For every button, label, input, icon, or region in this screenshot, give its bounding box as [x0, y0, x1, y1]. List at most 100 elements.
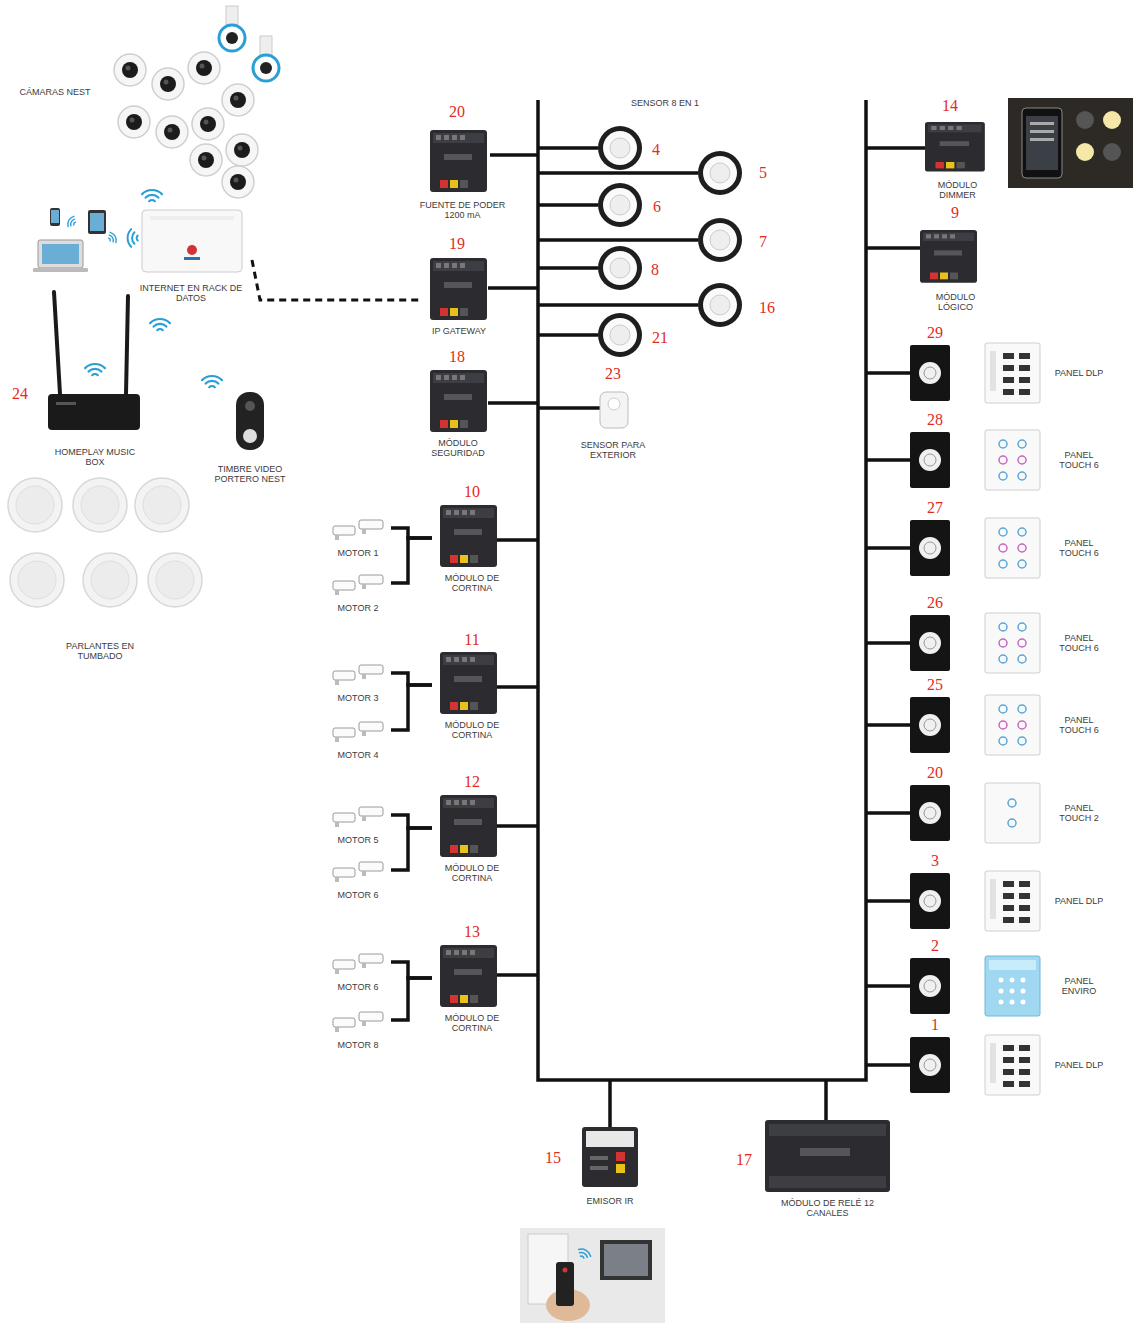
device-node: MOTOR 5: [325, 801, 391, 847]
callout-number: 10: [464, 484, 480, 500]
device-caption: PANEL TOUCH 6: [1053, 715, 1105, 736]
device-caption: MÓDULO DE CORTINA: [436, 1013, 508, 1034]
panel-node: PANEL ENVIRO: [905, 958, 1105, 1014]
callout-number: 13: [464, 924, 480, 940]
device-caption: PANEL TOUCH 6: [1053, 633, 1105, 654]
device-node: MÓDULO DE CORTINA: [432, 503, 512, 596]
outdoor-sensor: [600, 392, 628, 428]
app-picture: [1008, 98, 1133, 188]
device-node: HOMEPLAY MUSIC BOX: [40, 285, 150, 470]
callout-number: 6: [653, 199, 661, 215]
device-caption: MOTOR 3: [328, 693, 388, 703]
callout-number: 11: [464, 632, 479, 648]
device-node: MOTOR 1: [325, 514, 391, 560]
device-caption: PANEL DLP: [1053, 1060, 1105, 1070]
panel-node: PANEL DLP: [905, 873, 1105, 929]
network-link: [252, 260, 420, 300]
callout-number: 15: [545, 1150, 561, 1166]
device-caption: PANEL TOUCH 6: [1053, 450, 1105, 471]
bus-wires: [488, 100, 925, 1127]
device-caption: MOTOR 2: [328, 603, 388, 613]
callout-number: 5: [759, 165, 767, 181]
group-label: PARLANTES EN TUMBADO: [55, 641, 145, 662]
callout-number: 29: [927, 325, 943, 341]
device-caption: MÓDULO LÓGICO: [920, 292, 992, 313]
callout-number: 26: [927, 595, 943, 611]
callout-number: 9: [951, 205, 959, 221]
device-caption: SENSOR PARA EXTERIOR: [573, 440, 653, 461]
motor-wire: [391, 685, 432, 730]
device-caption: MOTOR 5: [328, 835, 388, 845]
device-node: MOTOR 8: [325, 1006, 391, 1052]
callout-number: 7: [759, 234, 767, 250]
callout-number: 20: [927, 765, 943, 781]
ceiling-speakers: [8, 478, 202, 607]
callout-number: 18: [449, 349, 465, 365]
device-caption: EMISOR IR: [570, 1196, 650, 1206]
device-caption: MÓDULO DE CORTINA: [436, 863, 508, 884]
device-caption: FUENTE DE PODER 1200 mA: [413, 200, 513, 221]
device-caption: INTERNET EN RACK DE DATOS: [136, 283, 246, 304]
device-caption: PANEL DLP: [1053, 368, 1105, 378]
device-node: MOTOR 6: [325, 948, 391, 994]
internet-router: [128, 210, 242, 330]
device-node: FUENTE DE PODER 1200 mA: [410, 128, 515, 223]
device-caption: MOTOR 8: [328, 1040, 388, 1050]
device-caption: MOTOR 1: [328, 548, 388, 558]
motor-wire: [391, 815, 432, 828]
device-node: TIMBRE VIDEO PORTERO NEST: [195, 368, 305, 487]
callout-number: 23: [605, 366, 621, 382]
video-doorbell: [202, 376, 264, 450]
callout-number: 21: [652, 330, 668, 346]
device-caption: MÓDULO SEGURIDAD: [422, 438, 494, 459]
panel-node: PANEL TOUCH 6: [905, 615, 1105, 671]
device-node: MOTOR 3: [325, 659, 391, 705]
device-caption: PANEL DLP: [1053, 896, 1105, 906]
callout-number: 4: [652, 142, 660, 158]
callout-number: 25: [927, 677, 943, 693]
callout-number: 12: [464, 774, 480, 790]
motor-wire: [391, 673, 432, 685]
device-node: INTERNET EN RACK DE DATOS: [130, 205, 252, 306]
device-node: MÓDULO DE CORTINA: [432, 650, 512, 743]
panel-node: PANEL DLP: [905, 1037, 1105, 1093]
device-node: MÓDULO DE RELÉ 12 CANALES: [760, 1118, 895, 1221]
device-node: SENSOR PARA EXTERIOR: [570, 386, 656, 463]
device-caption: MÓDULO DIMMER: [923, 180, 993, 201]
keypads: [910, 345, 950, 1093]
device-node: MÓDULO SEGURIDAD: [414, 368, 502, 461]
din-modules: [430, 122, 985, 1007]
device-caption: TIMBRE VIDEO PORTERO NEST: [210, 464, 290, 485]
motor-wire: [391, 538, 432, 583]
panel-node: PANEL TOUCH 6: [905, 697, 1105, 753]
device-node: MOTOR 4: [325, 716, 391, 762]
device-node: MÓDULO DE CORTINA: [432, 793, 512, 886]
device-node: IP GATEWAY: [420, 256, 498, 338]
device-node: MOTOR 2: [325, 569, 391, 615]
callout-number: 20: [449, 104, 465, 120]
ir-emitter: [582, 1127, 638, 1187]
wall-panels: [985, 343, 1040, 1095]
motor-wire: [391, 828, 432, 870]
callout-number: 3: [931, 853, 939, 869]
device-caption: HOMEPLAY MUSIC BOX: [45, 447, 145, 468]
panel-node: PANEL TOUCH 2: [905, 785, 1105, 841]
group-label: SENSOR 8 EN 1: [615, 98, 715, 108]
device-caption: MÓDULO DE CORTINA: [436, 720, 508, 741]
motor-wire: [391, 962, 432, 978]
callout-number: 28: [927, 412, 943, 428]
device-node: MÓDULO LÓGICO: [913, 228, 998, 315]
callout-number: 8: [651, 262, 659, 278]
device-caption: MOTOR 6: [328, 982, 388, 992]
motor-wire: [391, 978, 432, 1020]
callout-number: 19: [449, 236, 465, 252]
curtain-motors: [333, 520, 383, 1032]
device-caption: MÓDULO DE RELÉ 12 CANALES: [778, 1198, 878, 1219]
device-caption: MOTOR 6: [328, 890, 388, 900]
device-caption: PANEL TOUCH 6: [1053, 538, 1105, 559]
device-node: EMISOR IR: [565, 1122, 655, 1208]
relay-module: [765, 1120, 890, 1192]
group-label: CÁMARAS NEST: [10, 87, 100, 97]
panel-node: PANEL TOUCH 6: [905, 432, 1105, 488]
